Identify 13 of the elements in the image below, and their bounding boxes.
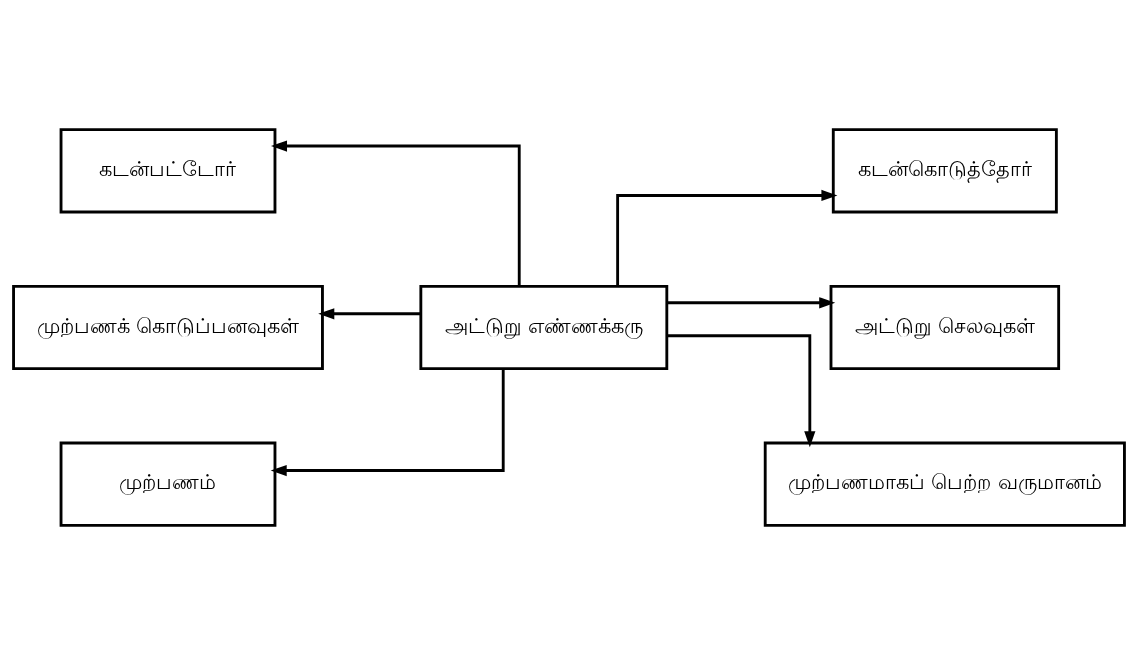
arrow	[616, 189, 838, 286]
arrow	[318, 307, 421, 319]
node-box: முற்பணக் கொடுப்பனவுகள்	[12, 284, 324, 370]
arrow	[666, 296, 836, 308]
node-box: அட்டுறு செலவுகள்	[829, 284, 1061, 370]
node-box: முற்பணமாகப் பெற்ற வருமானம்	[763, 441, 1126, 527]
node-box: கடன்கொடுத்தோர்	[831, 127, 1058, 213]
node-box: முற்பணம்	[59, 441, 277, 527]
node-box: அட்டுறு எண்ணக்கரு	[419, 284, 669, 370]
arrow	[270, 368, 505, 476]
arrow	[667, 333, 816, 447]
node-box: கடன்பட்டோர்	[59, 127, 277, 213]
arrow	[270, 139, 521, 286]
